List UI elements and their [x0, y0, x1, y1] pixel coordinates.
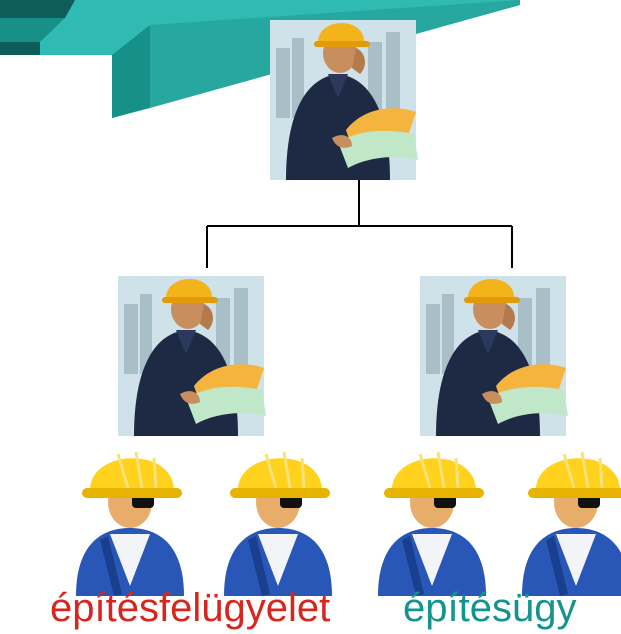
banner-fold: [112, 25, 150, 118]
worker-shirt: [258, 534, 298, 586]
blueprint-green: [186, 386, 266, 424]
phone-hand: [352, 48, 365, 74]
label-epitesugy: építésügy: [403, 586, 577, 630]
worker-strap: [402, 536, 424, 596]
phone-hand: [502, 304, 515, 330]
worker-helmet-ridge: [562, 451, 604, 489]
label-epitesfelugyelet: építésfelügyelet: [50, 586, 331, 630]
worker-hardhat-icon: [378, 451, 486, 596]
blueprint-green: [488, 386, 568, 424]
worker-hardhat-icon: [224, 451, 332, 596]
foreman-on-phone-icon: [118, 276, 266, 436]
worker-helmet-ridge: [116, 451, 158, 489]
worker-helmet-brim: [528, 488, 621, 498]
hard-hat-brim: [314, 41, 370, 47]
worker-helmet-ridge: [418, 451, 460, 489]
worker-helmet-ridge: [264, 451, 306, 489]
banner-mid-face: [0, 18, 65, 42]
holding-hand: [180, 391, 200, 404]
holding-hand: [332, 135, 352, 148]
holding-hand: [482, 391, 502, 404]
worker-strap: [248, 536, 270, 596]
hard-hat: [466, 278, 518, 302]
worker-hardhat-icon: [522, 451, 621, 596]
phone-hand: [200, 304, 213, 330]
worker-shirt: [412, 534, 452, 586]
worker-shirt: [110, 534, 150, 586]
banner-dark-lower: [0, 42, 40, 55]
hard-hat: [164, 278, 216, 302]
shirt-collar: [176, 330, 196, 354]
worker-helmet: [530, 458, 621, 496]
worker-helmet-brim: [230, 488, 330, 498]
worker-helmet-brim: [384, 488, 484, 498]
foreman-on-phone-icon: [420, 276, 568, 436]
hard-hat-brim: [162, 297, 218, 303]
blueprint-green: [338, 130, 418, 168]
worker-strap: [100, 536, 122, 596]
hard-hat-brim: [464, 297, 520, 303]
banner-dark-face: [0, 0, 75, 18]
worker-helmet-brim: [82, 488, 182, 498]
shirt-collar: [328, 74, 348, 98]
worker-hardhat-icon: [76, 451, 184, 596]
foreman-on-phone-icon: [270, 20, 418, 180]
worker-shirt: [556, 534, 596, 586]
hard-hat: [316, 22, 368, 46]
shirt-collar: [478, 330, 498, 354]
worker-strap: [546, 536, 568, 596]
